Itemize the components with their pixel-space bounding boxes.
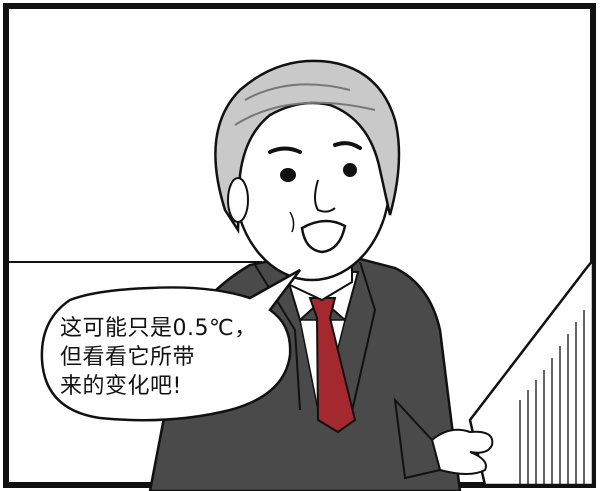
speech-bubble-text: 这可能只是0.5℃， 但看看它所带 来的变化吧! (60, 314, 275, 401)
hand (430, 428, 494, 475)
mouth (300, 219, 347, 254)
necktie (308, 297, 357, 434)
speech-line-2: 但看看它所带 (60, 345, 196, 370)
speech-line-3: 来的变化吧! (60, 374, 182, 399)
hair (214, 59, 401, 234)
eye-right (343, 163, 357, 177)
paper-hatching (519, 310, 585, 485)
paper-sheet (468, 256, 595, 487)
eyebrow-left (268, 146, 302, 154)
eyebrow-right (333, 141, 362, 150)
ear (227, 177, 249, 223)
speech-bubble (40, 268, 301, 422)
nose (314, 179, 336, 213)
suit-lapel-right (349, 261, 377, 421)
eye-left (280, 168, 296, 182)
speech-line-1: 这可能只是0.5℃， (60, 316, 257, 341)
